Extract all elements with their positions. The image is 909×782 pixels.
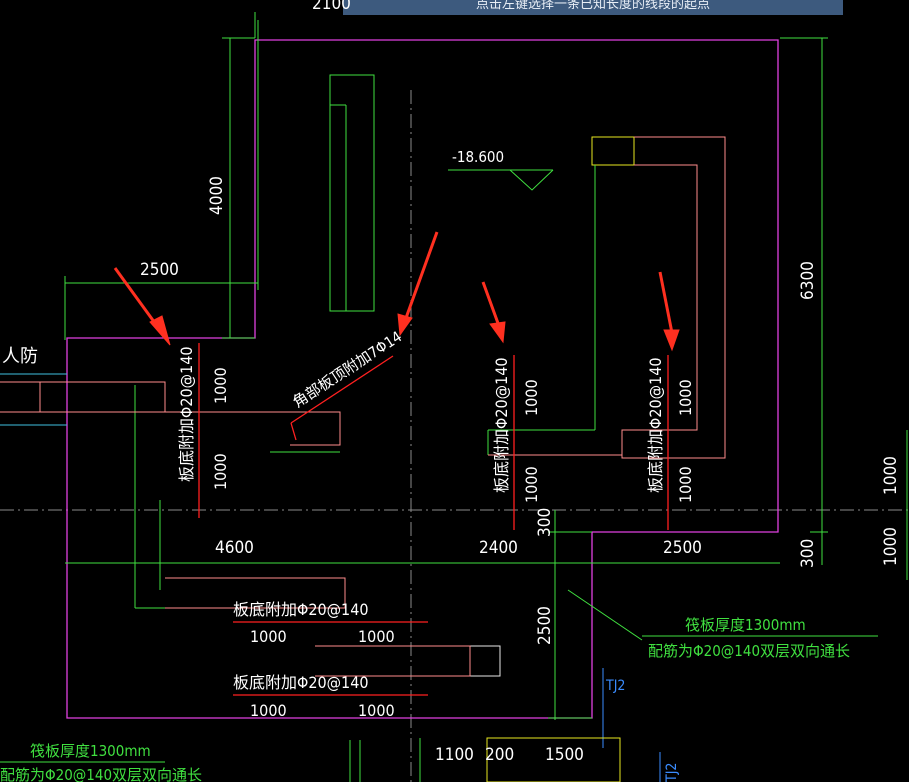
rebar-outlines — [0, 136, 726, 677]
command-tooltip: 点击左键选择一条已知长度的线段的起点 — [343, 0, 843, 15]
dim-lower-mid: 2500 — [535, 606, 555, 645]
dim-right-edge-b: 1000 — [881, 527, 901, 566]
dimension-lines — [0, 12, 908, 782]
dim-lower-c: 1500 — [545, 745, 584, 765]
dim-lower-b: 200 — [485, 745, 514, 765]
rebar-len-mid-down: 1000 — [522, 466, 541, 503]
dim-right: 6300 — [798, 261, 818, 300]
tag-tj2-b: TJ2 — [664, 763, 680, 782]
dim-upper: 4000 — [207, 176, 227, 215]
raft-thickness-right: 筏板厚度1300mm — [685, 616, 806, 634]
tag-tj2-a: TJ2 — [605, 678, 625, 694]
dim-bottom-mid: 2400 — [479, 538, 518, 558]
rebar-label-middle: 板底附加Φ20@140 — [492, 357, 511, 493]
rebar-label-diagonal: 角部板顶附加7Φ14 — [289, 327, 405, 411]
rebar-len-lower-2-b: 1000 — [358, 701, 395, 720]
annotation-arrows — [113, 231, 680, 352]
raft-thickness-left: 筏板厚度1300mm — [30, 742, 151, 760]
rebar-label-lower-2: 板底附加Φ20@140 — [233, 673, 369, 692]
slab-outline — [66, 39, 779, 719]
dim-lower-a: 1100 — [435, 745, 474, 765]
rebar-label-left: 板底附加Φ20@140 — [177, 346, 196, 482]
dim-mid-300: 300 — [535, 508, 555, 537]
rebar-len-mid-up: 1000 — [522, 379, 541, 416]
dim-bottom-left: 4600 — [215, 538, 254, 558]
rebar-len-right-up: 1000 — [676, 379, 695, 416]
rebar-len-lower-2-a: 1000 — [250, 701, 287, 720]
rebar-len-left-up: 1000 — [211, 367, 230, 404]
rebar-len-lower-1-a: 1000 — [250, 627, 287, 646]
dim-left-top: 2500 — [140, 260, 179, 280]
raft-rebar-right: 配筋为Φ20@140双层双向通长 — [648, 642, 850, 660]
left-wall-lines — [0, 373, 67, 426]
dim-bottom-right-a: 300 — [798, 539, 818, 568]
dim-bottom-right: 2500 — [663, 538, 702, 558]
rebar-len-lower-1-b: 1000 — [358, 627, 395, 646]
rebar-lines — [198, 343, 669, 696]
rebar-len-left-down: 1000 — [211, 453, 230, 490]
rebar-label-right: 板底附加Φ20@140 — [646, 357, 665, 493]
rebar-len-right-down: 1000 — [676, 466, 695, 503]
axis-lines — [0, 90, 909, 782]
tag-lines — [602, 668, 661, 782]
left-label: 人防 — [2, 346, 38, 367]
level-mark-text: -18.600 — [452, 148, 504, 166]
level-marker — [448, 169, 554, 191]
rebar-label-lower-1: 板底附加Φ20@140 — [233, 600, 369, 619]
dim-top-partial: 2100 — [312, 0, 351, 14]
raft-rebar-left: 配筋为Φ20@140双层双向通长 — [0, 766, 202, 782]
dim-right-edge-a: 1000 — [881, 456, 901, 495]
bottom-yellow-box — [486, 737, 621, 782]
